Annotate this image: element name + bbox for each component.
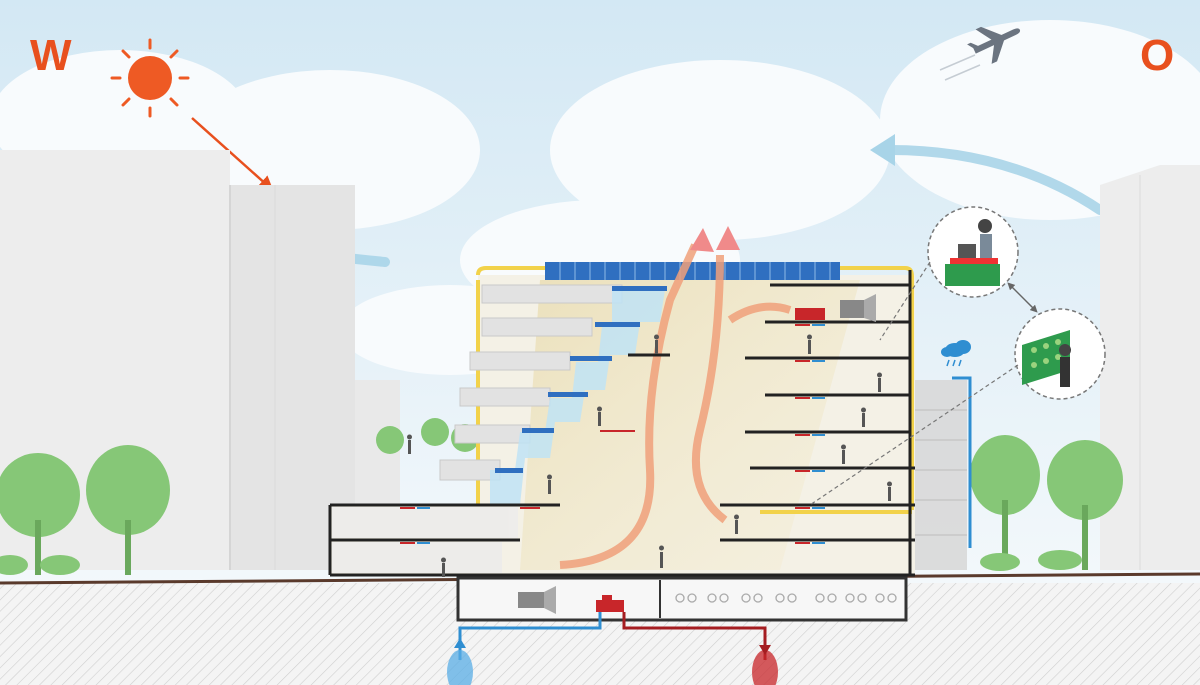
- main-building: [328, 226, 972, 577]
- green-wall-icon: [1014, 308, 1106, 400]
- podium-floors: [328, 503, 915, 577]
- roof-solar-array: [545, 262, 840, 280]
- airplane-icon: [967, 26, 1021, 64]
- exhaust-arrow-2: [716, 226, 740, 250]
- airplane-trail: [939, 54, 981, 81]
- people: [407, 334, 892, 577]
- west-label: W: [30, 31, 72, 80]
- heat-pump-unit: [518, 586, 624, 614]
- warm-pipe-arrow: [759, 645, 771, 655]
- rain-cloud-icon: [941, 340, 971, 367]
- stack-air-flow-right: [691, 254, 728, 524]
- east-office-floors: [720, 283, 915, 542]
- cold-pipe-arrow: [454, 638, 466, 648]
- climate-ceiling-units: [400, 324, 825, 544]
- rainwater-downpipe: [952, 376, 972, 548]
- east-service-shaft: [915, 380, 967, 570]
- step-solar-panels: [495, 286, 667, 473]
- callout-link-arrow: [1007, 282, 1038, 313]
- top-floor-air-handler: [795, 294, 876, 322]
- desk-worker-icon: [927, 206, 1019, 298]
- warm-water-pipe: [622, 612, 767, 660]
- tree-3: [970, 435, 1040, 570]
- podium-slab-overlay: [332, 507, 518, 573]
- bicycle-parking: [675, 593, 897, 603]
- hedges: [0, 550, 1082, 575]
- return-air-flow: [727, 302, 792, 324]
- east-label: O: [1140, 31, 1174, 80]
- cold-source-glow: [447, 650, 473, 685]
- warm-source-glow: [752, 650, 778, 685]
- neighbor-building-east: [1100, 165, 1200, 570]
- wind-arrow-east: [885, 145, 1105, 215]
- trees: [0, 418, 1123, 575]
- stack-air-flow-left: [559, 243, 699, 569]
- sun-icon: [110, 38, 190, 118]
- tree-2: [86, 445, 170, 575]
- stepped-glass-facade: [490, 290, 665, 505]
- tree-1: [0, 453, 80, 575]
- wind-arrow-east-head: [870, 134, 895, 166]
- exhaust-arrow-1: [690, 228, 714, 252]
- basement: [456, 576, 908, 622]
- tree-4: [1047, 440, 1123, 570]
- callout-leader-1: [879, 261, 931, 341]
